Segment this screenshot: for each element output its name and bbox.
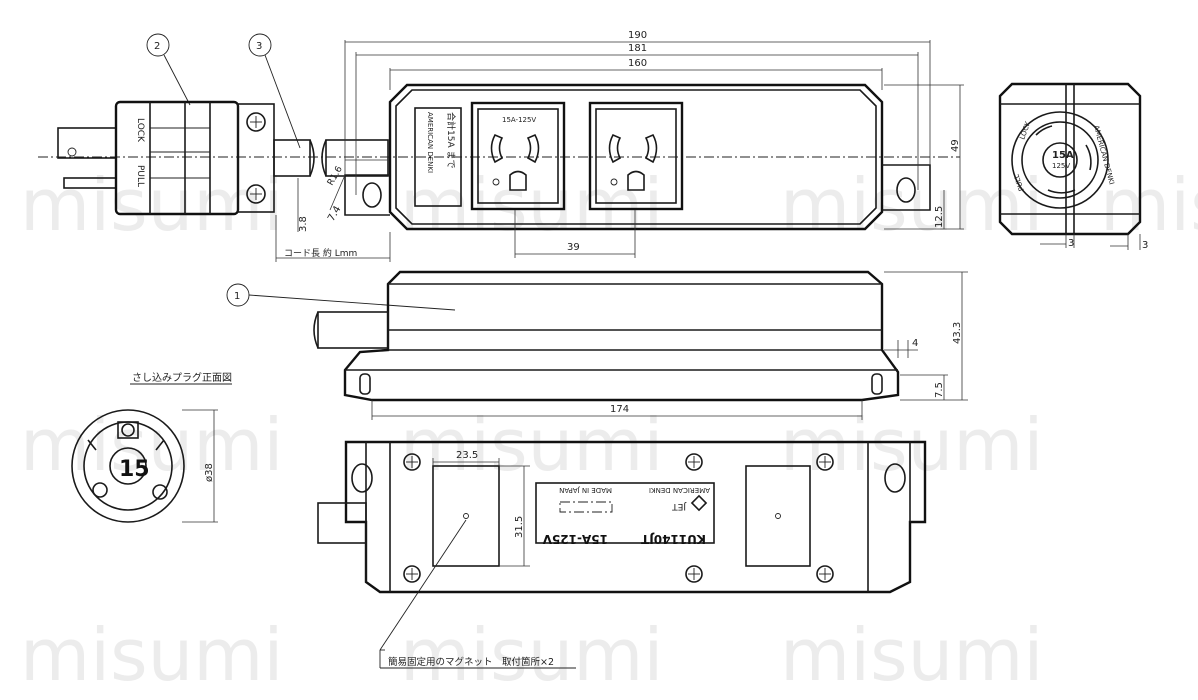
dim-190: 190 xyxy=(628,30,647,41)
dim-3-8: 3.8 xyxy=(298,216,309,232)
watermark-text: misumi xyxy=(780,403,1043,487)
dim-23-5: 23.5 xyxy=(456,450,478,461)
plug-front-view: さし込みプラグ正面図 15 ø38 xyxy=(71,371,232,523)
tap-bottom-view: AMERICAN DENKI MADE IN JAPAN JET KU1140J… xyxy=(317,440,927,669)
dim-3-left: 3 xyxy=(1068,238,1074,249)
svg-text:1: 1 xyxy=(234,291,240,302)
svg-text:15A: 15A xyxy=(1052,150,1074,161)
tap-end-view: 15A 125V LOCK PULL AMERICAN DENKI 3 3 xyxy=(998,82,1148,251)
plug-side-view: LOCK PULL xyxy=(38,100,960,216)
svg-text:PULL: PULL xyxy=(135,165,145,187)
svg-text:AMERICAN DENKI: AMERICAN DENKI xyxy=(649,486,710,494)
dim-38: ø38 xyxy=(204,463,215,482)
magnet-pad-right xyxy=(745,465,811,567)
svg-text:15A-125V: 15A-125V xyxy=(542,532,608,546)
tap-top-view: 合計15A まで AMERICAN DENKI 15A-125V xyxy=(344,83,931,231)
svg-text:KU1140JT: KU1140JT xyxy=(640,532,706,546)
callout-2: 2 xyxy=(146,33,191,106)
dim-4: 4 xyxy=(912,338,918,349)
dim-7-4: 7.4 xyxy=(326,204,343,223)
svg-text:2: 2 xyxy=(154,41,160,52)
dim-12-5: 12.5 xyxy=(934,206,945,228)
watermark-text: misumi xyxy=(20,613,283,697)
svg-text:125V: 125V xyxy=(1052,162,1070,170)
svg-text:合計15A まで: 合計15A まで xyxy=(445,112,457,168)
svg-text:AMERICAN DENKI: AMERICAN DENKI xyxy=(426,112,434,173)
watermark-text: misumi xyxy=(400,613,663,697)
callout-1: 1 xyxy=(226,283,456,311)
tap-side-view: 174 43.3 4 7.5 xyxy=(313,270,968,420)
dim-39: 39 xyxy=(567,242,580,253)
top-view-dimensions: 190 181 160 49 12.5 39 3.8 7.4 R1.6 コード長… xyxy=(275,30,964,262)
watermark-text: misumi xyxy=(400,163,663,247)
magnet-note: 簡易固定用のマグネット 取付箇所×2 xyxy=(388,656,554,668)
dim-7-5: 7.5 xyxy=(934,382,945,398)
svg-text:15: 15 xyxy=(119,457,150,482)
dim-31-5: 31.5 xyxy=(514,516,525,538)
dim-43-3: 43.3 xyxy=(952,322,963,344)
dim-49: 49 xyxy=(950,139,961,152)
screw-icon xyxy=(403,453,834,583)
jet-mark-icon xyxy=(690,494,708,512)
svg-text:MADE IN JAPAN: MADE IN JAPAN xyxy=(559,486,612,494)
dim-160: 160 xyxy=(628,58,647,69)
svg-text:15A-125V: 15A-125V xyxy=(502,116,536,124)
magnet-pad-left xyxy=(432,465,500,567)
watermark-text: misumi xyxy=(20,403,283,487)
plug-front-title: さし込みプラグ正面図 xyxy=(132,371,232,384)
watermark-text: misumi xyxy=(780,163,1043,247)
cord-length-label: コード長 約 Lmm xyxy=(284,247,357,259)
callout-3: 3 xyxy=(248,33,301,149)
svg-text:JET: JET xyxy=(672,501,687,511)
svg-text:LOCK: LOCK xyxy=(135,118,145,143)
dim-174: 174 xyxy=(610,404,629,415)
watermark-text: misumi xyxy=(400,403,663,487)
svg-text:3: 3 xyxy=(256,41,262,52)
dim-181: 181 xyxy=(628,43,647,54)
watermark-layer: misumi misumi misumi misumi misumi misum… xyxy=(20,163,1198,697)
watermark-text: misumi xyxy=(780,613,1043,697)
dim-3-right: 3 xyxy=(1142,240,1148,251)
nameplate xyxy=(535,482,715,544)
watermark-text: misumi xyxy=(20,163,283,247)
